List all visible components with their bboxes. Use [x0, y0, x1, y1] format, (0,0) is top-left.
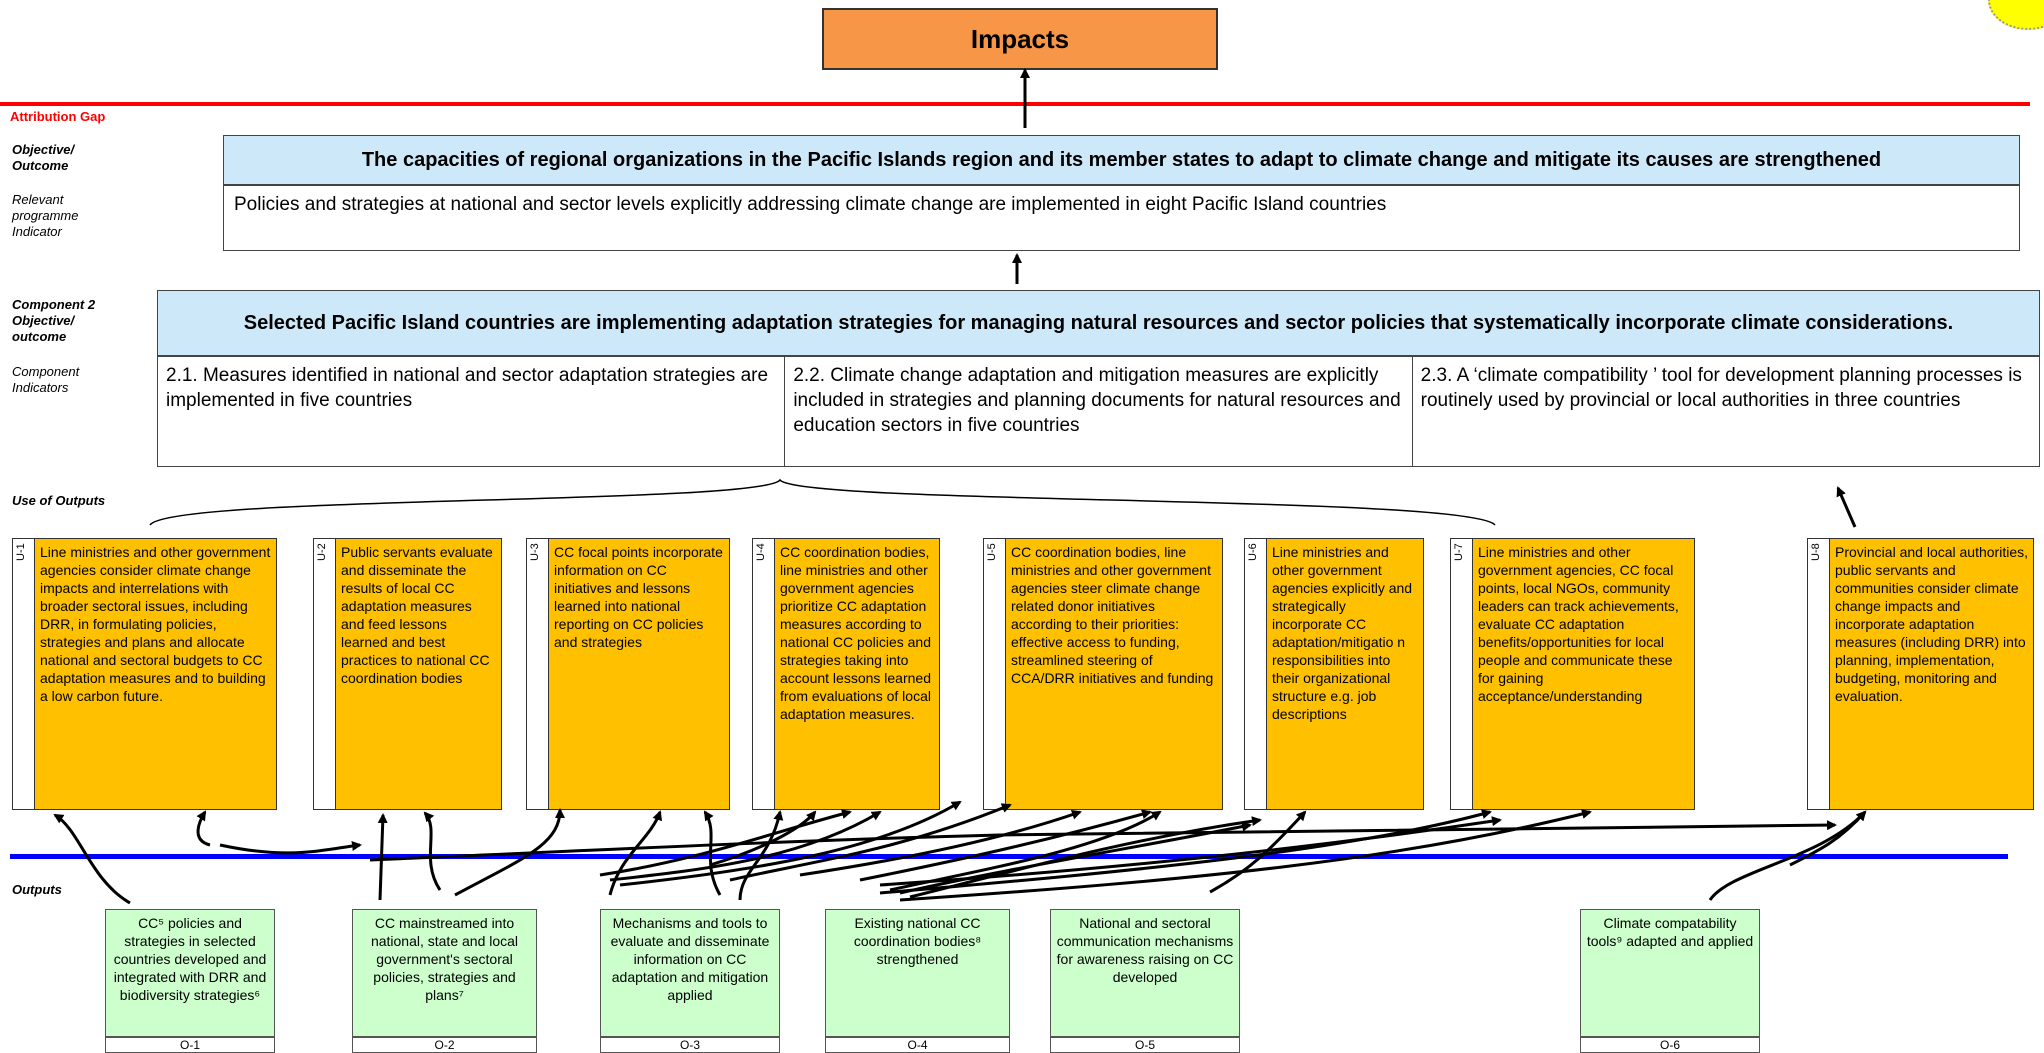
objective-side-label: Objective/ Outcome [12, 142, 75, 173]
output-box: Mechanisms and tools to evaluate and dis… [600, 909, 780, 1053]
output-text: Existing national CC coordination bodies… [825, 909, 1010, 1037]
use-box: U-1 Line ministries and other government… [12, 538, 277, 810]
component-indicators-side-label: Component Indicators [12, 364, 80, 395]
indicator-side-label: Relevant programme Indicator [12, 192, 79, 239]
use-text: CC focal points incorporate information … [549, 539, 729, 809]
output-text: CC mainstreamed into national, state and… [352, 909, 537, 1037]
attribution-gap-label: Attribution Gap [10, 109, 106, 124]
use-box: U-5 CC coordination bodies, line ministr… [983, 538, 1223, 810]
use-text: Line ministries and other government age… [1473, 539, 1694, 809]
component-indicator: 2.3. A ‘climate compatibility ’ tool for… [1420, 365, 2022, 411]
output-text: National and sectoral communication mech… [1050, 909, 1240, 1037]
use-of-outputs-side-label: Use of Outputs [12, 493, 106, 508]
use-text: Provincial and local authorities, public… [1830, 539, 2033, 809]
programme-indicator-box: Policies and strategies at national and … [223, 185, 2020, 251]
component-side-label: Component 2 Objective/ outcome [12, 297, 96, 344]
output-box: CC mainstreamed into national, state and… [352, 909, 537, 1053]
use-box: U-3 CC focal points incorporate informat… [526, 538, 730, 810]
use-text: CC coordination bodies, line ministries … [775, 539, 939, 809]
output-line [10, 854, 2008, 859]
use-box: U-7 Line ministries and other government… [1450, 538, 1695, 810]
objective-box: The capacities of regional organizations… [223, 135, 2020, 185]
output-text: Mechanisms and tools to evaluate and dis… [600, 909, 780, 1037]
use-text: Line ministries and other government age… [35, 539, 276, 809]
impacts-box: Impacts [822, 8, 1218, 70]
component-objective-box: Selected Pacific Island countries are im… [157, 290, 2040, 356]
use-box: U-2 Public servants evaluate and dissemi… [313, 538, 502, 810]
use-box: U-6 Line ministries and other government… [1244, 538, 1424, 810]
component-indicator: 2.2. Climate change adaptation and mitig… [785, 357, 1413, 466]
component-indicator: 2.1. Measures identified in national and… [158, 357, 786, 466]
use-box: U-8 Provincial and local authorities, pu… [1807, 538, 2034, 810]
use-text: CC coordination bodies, line ministries … [1006, 539, 1222, 809]
use-text: Public servants evaluate and disseminate… [336, 539, 501, 809]
component-indicators-row: 2.1. Measures identified in national and… [157, 356, 2040, 467]
use-text: Line ministries and other government age… [1267, 539, 1423, 809]
use-box: U-4 CC coordination bodies, line ministr… [752, 538, 940, 810]
output-text: CC⁵ policies and strategies in selected … [105, 909, 275, 1037]
attribution-gap-line [0, 102, 2030, 106]
outputs-side-label: Outputs [12, 882, 62, 897]
output-text: Climate compatability tools⁹ adapted and… [1580, 909, 1760, 1037]
output-box: Climate compatability tools⁹ adapted and… [1580, 909, 1760, 1053]
